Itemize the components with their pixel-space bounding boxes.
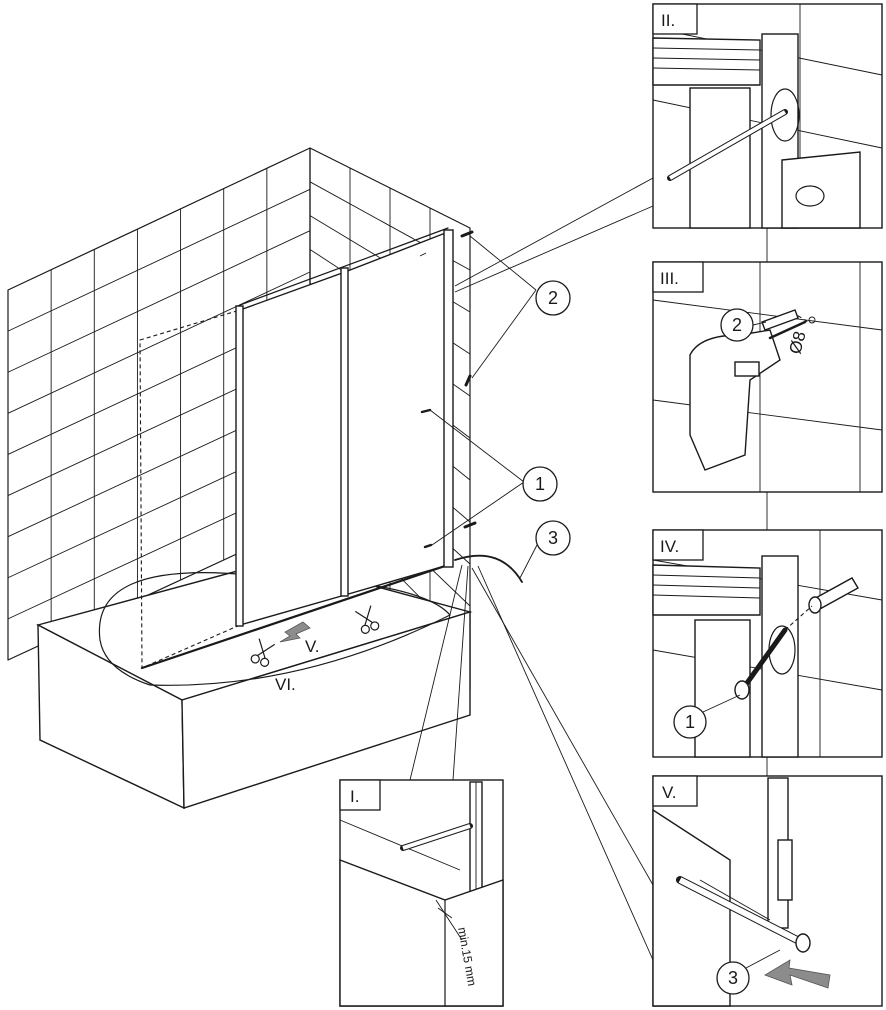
callout-3: 3 (535, 520, 571, 556)
callout-1: 1 (522, 466, 558, 502)
push-arrow (764, 959, 831, 989)
shower-screen (139, 227, 454, 670)
detail-iii: 2 Ø8 III. (652, 261, 883, 493)
svg-text:3: 3 (548, 528, 558, 548)
scissors-icon (250, 605, 380, 667)
svg-text:1: 1 (685, 712, 695, 732)
detail-iv: 1 IV. (652, 529, 883, 758)
detail-i: min.15 mm I. (339, 779, 504, 1007)
detail-v-callout-3 (716, 961, 750, 995)
detail-iv-tag: IV. (660, 537, 679, 556)
callout-2: 2 (535, 280, 571, 316)
label-vi: VI. (275, 675, 296, 694)
detail-i-tag: I. (350, 787, 359, 806)
detail-ii-tag: II. (661, 11, 675, 30)
detail-iii-tag: III. (660, 269, 679, 288)
svg-text:1: 1 (535, 474, 545, 494)
svg-text:3: 3 (728, 968, 738, 988)
seal-strip (454, 554, 523, 583)
arrow-v (279, 621, 311, 643)
wall-fixings (420, 230, 477, 549)
detail-ii: II. (652, 3, 883, 229)
detail-iv-callout-1 (673, 705, 707, 739)
svg-text:2: 2 (548, 288, 558, 308)
detail-leaders (409, 177, 768, 961)
detail-v-tag: V. (662, 783, 677, 802)
main-view: V. VI. 2 1 3 (7, 147, 571, 810)
detail-v: 3 V. (652, 775, 883, 1007)
label-v: V. (305, 637, 320, 656)
svg-text:2: 2 (732, 315, 742, 335)
